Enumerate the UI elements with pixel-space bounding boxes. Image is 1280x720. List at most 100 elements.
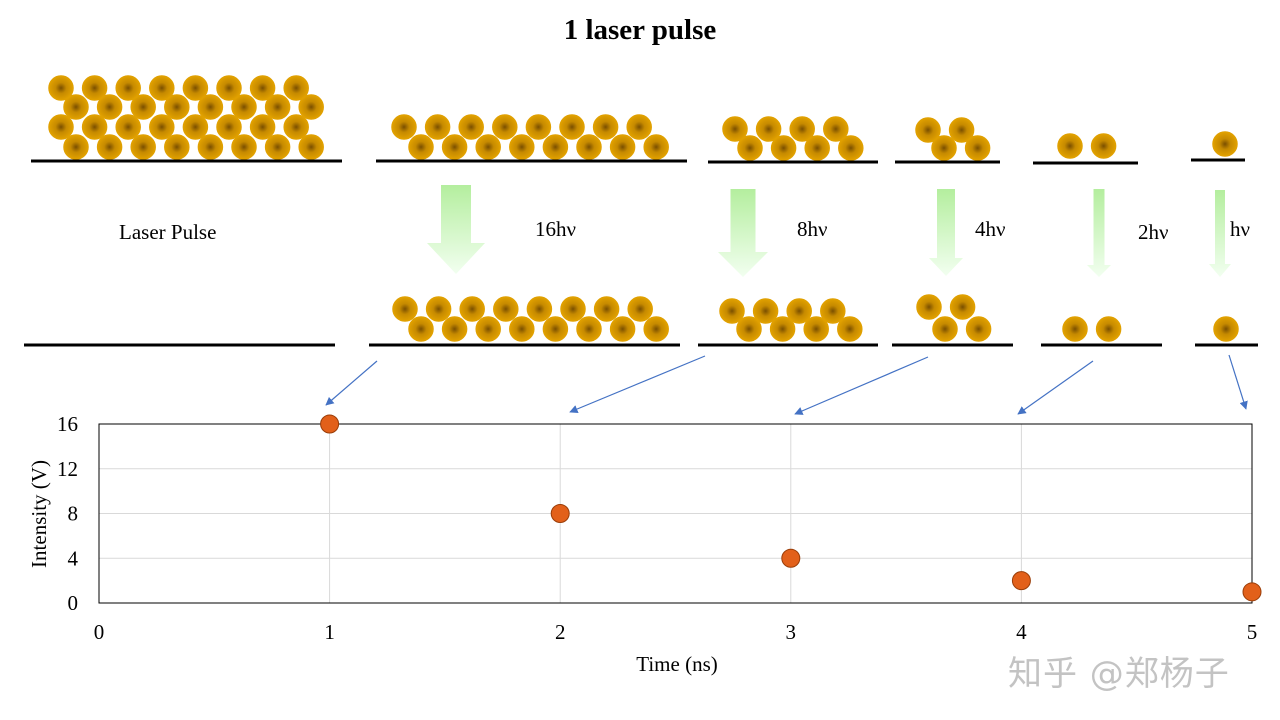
pointer-line [569,355,706,413]
particle [1057,133,1083,159]
particle [149,114,175,140]
particle [458,114,484,140]
particle [182,75,209,101]
particle [915,117,941,143]
particle [609,134,636,160]
particle [1090,133,1117,159]
particle [736,316,762,342]
particle [475,134,501,160]
particle [525,114,552,140]
particle [264,134,291,160]
particle [609,316,636,342]
watermark: 知乎 @郑杨子 [1008,654,1230,694]
particle [542,134,569,160]
particle [81,75,108,101]
particle [626,114,652,140]
photon-label-8: 8hν [797,217,828,241]
y-tick-label: 4 [68,546,79,570]
particle [408,316,434,342]
x-tick-label: 4 [1016,620,1027,644]
particle [948,117,975,143]
particle [164,94,190,120]
particle [96,134,123,160]
particle [932,316,958,342]
particle [719,298,745,324]
particle [231,94,257,120]
particle [643,316,669,342]
particle [916,294,942,320]
particle [592,114,619,140]
particle [804,135,830,161]
particle [837,316,863,342]
plot-frame [98,423,1253,604]
particle [931,135,957,161]
particle [48,75,74,101]
particle [526,296,553,322]
particle [408,134,434,160]
particle [786,298,812,324]
particle [130,134,156,160]
y-axis-label: Intensity (V) [27,460,51,568]
pointer-line [325,360,378,406]
particle [115,75,141,101]
particle [560,296,586,322]
particle [493,296,519,322]
particle [838,135,864,161]
particle [216,75,242,101]
particle [130,94,156,120]
particle [459,296,485,322]
particle [965,316,992,342]
particle [283,75,309,101]
particle [722,116,748,142]
x-axis-label: Time (ns) [636,652,718,676]
particle [249,114,276,140]
particle [1213,316,1239,342]
data-point [1011,571,1031,591]
particle [298,134,324,160]
particle [425,296,452,322]
particle [182,114,209,140]
data-points [320,414,1262,602]
x-tick-label: 5 [1247,620,1258,644]
x-tick-label: 3 [786,620,797,644]
photon-arrow [1209,190,1231,277]
particle [48,114,74,140]
pointer-line [1017,360,1094,415]
particle [298,94,324,120]
particle-layer [48,75,1239,342]
photon-arrow [1087,189,1111,277]
diagram-title: 1 laser pulse [563,14,717,46]
x-tick-label: 1 [324,620,335,644]
particle [755,116,782,142]
particle [964,135,991,161]
particle [576,316,602,342]
x-tick-label: 2 [555,620,566,644]
particle [63,134,89,160]
particle [492,114,518,140]
x-tick-label: 0 [94,620,105,644]
particle [283,114,309,140]
y-tick-label: 8 [68,502,79,526]
data-point [781,548,801,568]
particle [441,316,468,342]
particle [820,298,846,324]
particle [264,94,291,120]
data-point [550,504,570,523]
particle [1095,316,1122,342]
particle [391,114,417,140]
particle [231,134,257,160]
particle [197,134,224,160]
particle [81,114,108,140]
photon-arrow [929,189,963,276]
particle [752,298,779,324]
particle [949,294,976,320]
particle [643,134,669,160]
particle [392,296,418,322]
photon-arrow [718,189,768,277]
particle [576,134,602,160]
laser-pulse-label: Laser Pulse [119,220,217,244]
particle [216,114,242,140]
data-point [320,414,340,434]
